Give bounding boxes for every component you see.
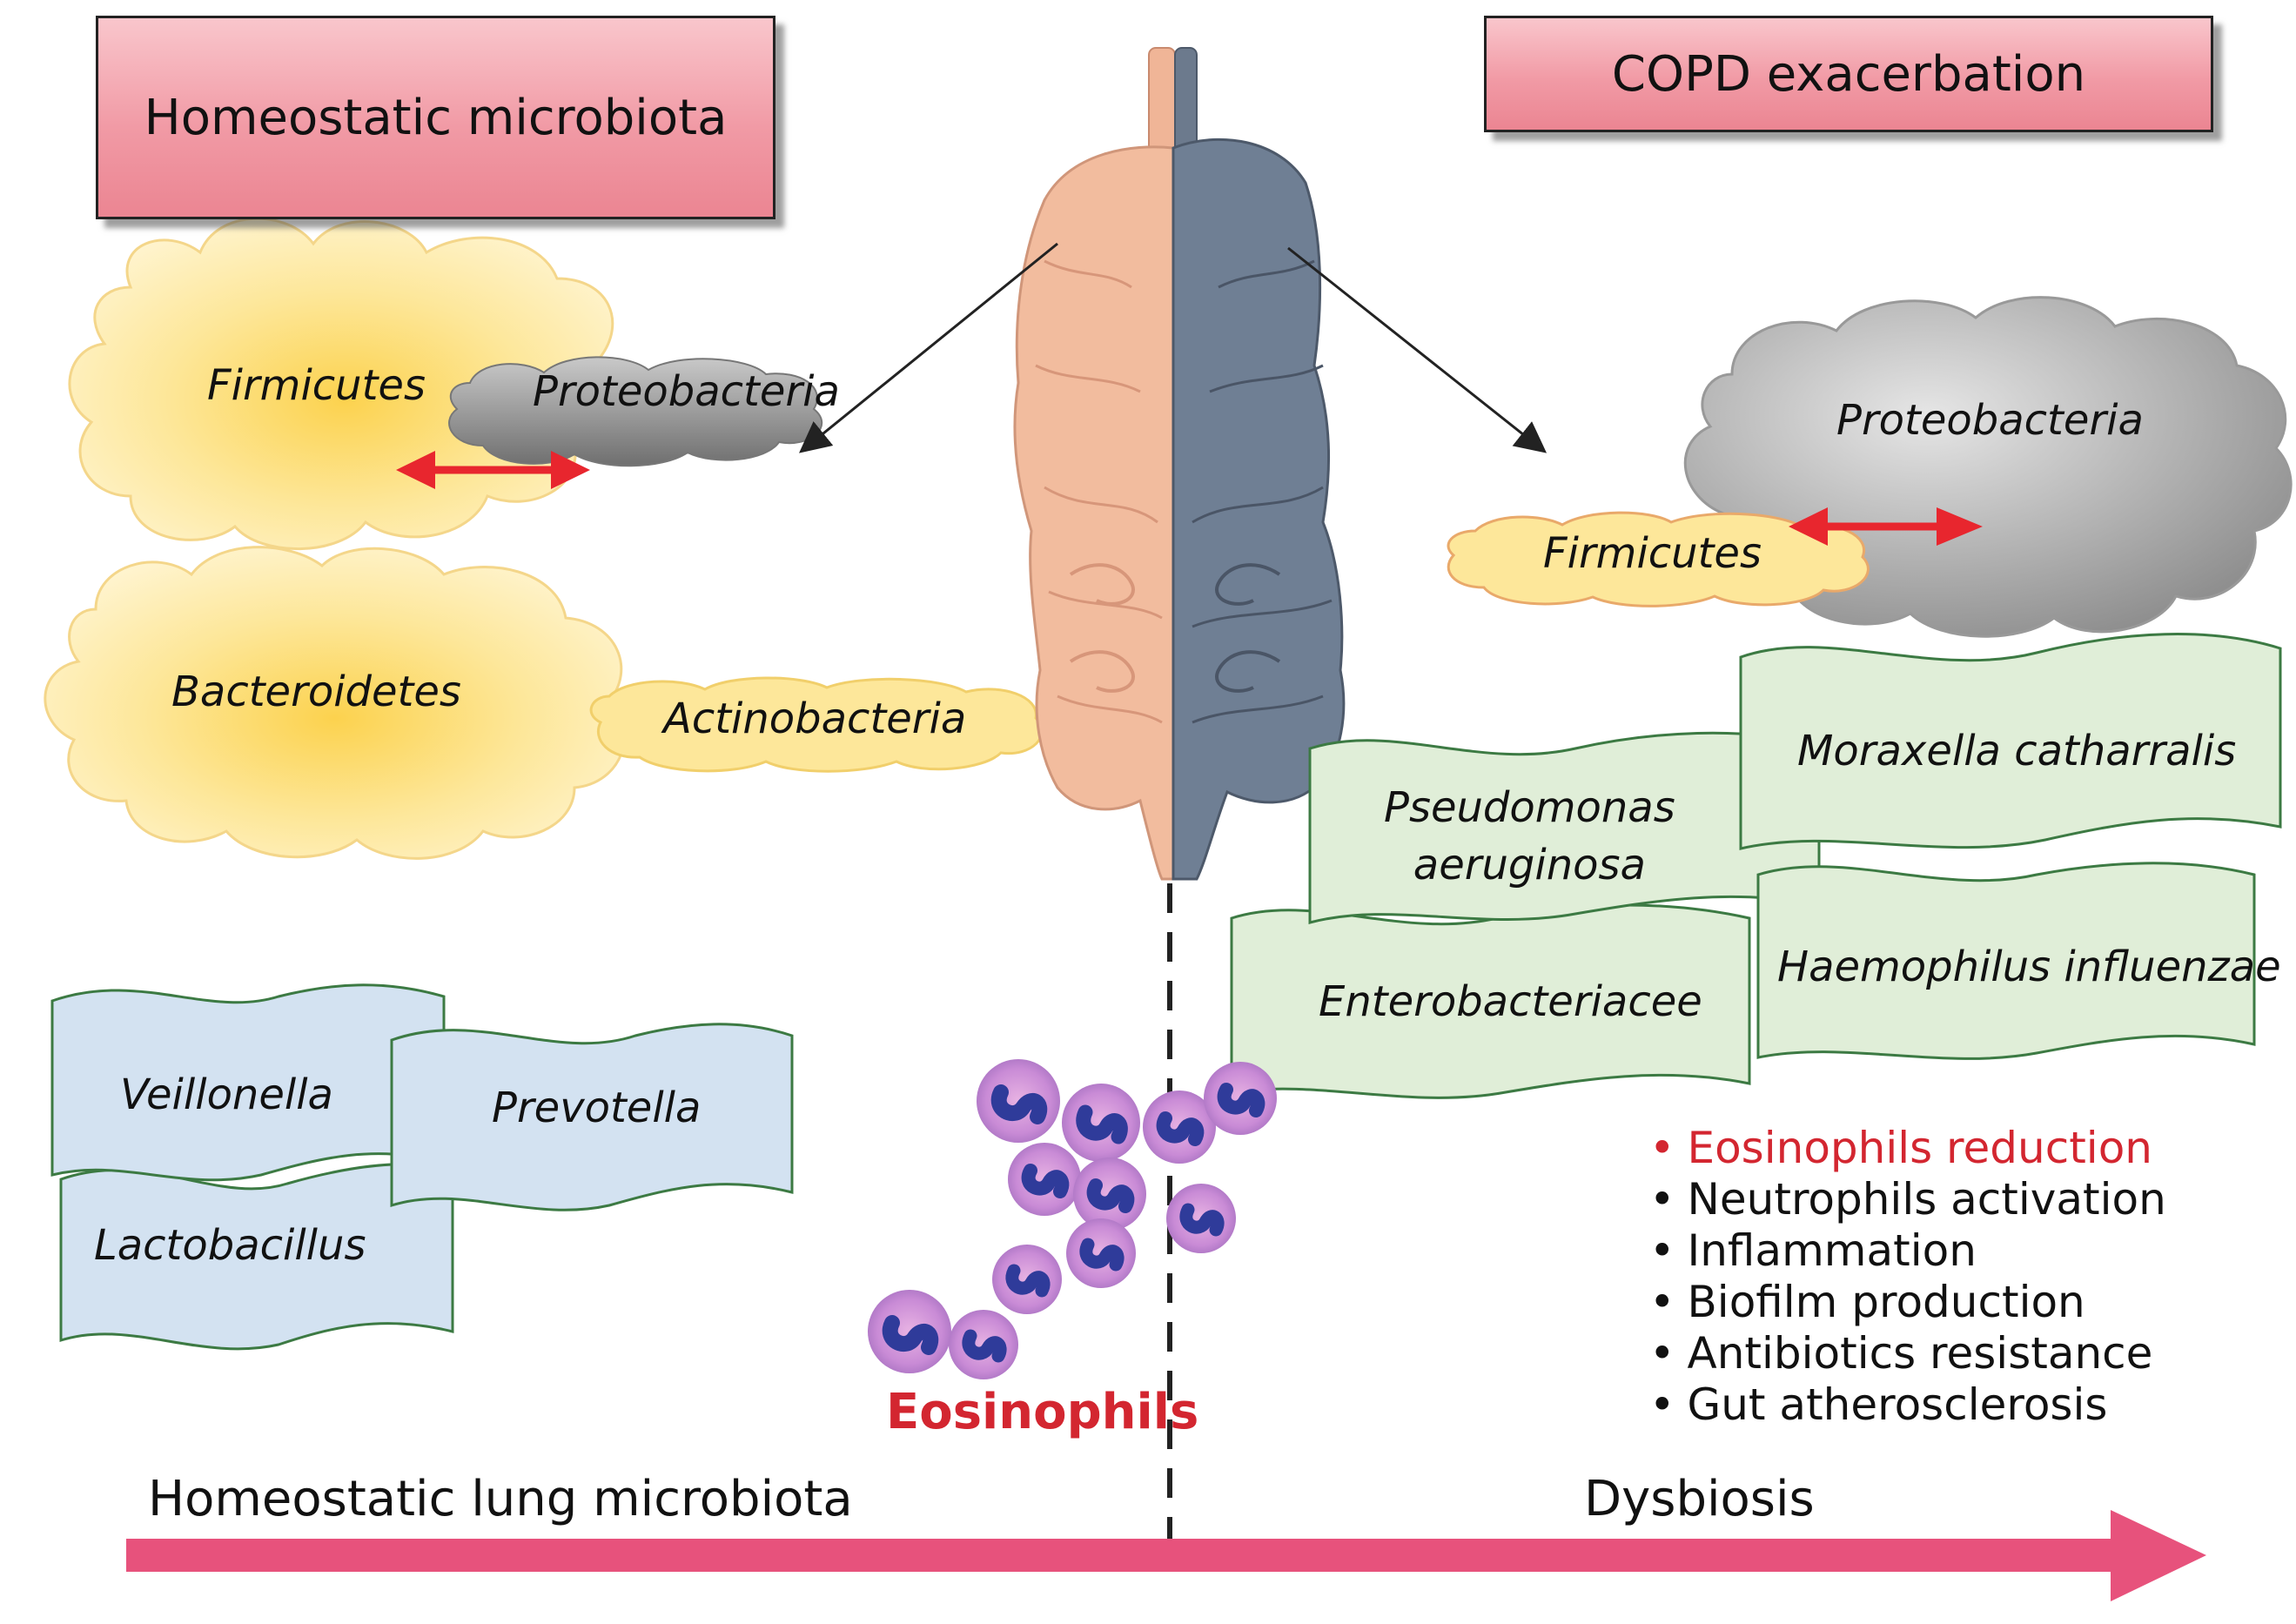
cloud-actinobacteria <box>589 676 1044 773</box>
pointer-arrow-right <box>1287 246 1547 453</box>
effect-item: Gut atherosclerosis <box>1649 1379 2166 1431</box>
axis-label-homeostatic: Homeostatic lung microbiota <box>148 1471 853 1527</box>
flag-enterobacteriacee <box>1230 903 1751 1099</box>
eosinophil-cell <box>1073 1158 1146 1231</box>
label-pseudomonas-line2: aeruginosa <box>1413 841 1646 889</box>
flag-haemophilus <box>1756 862 2256 1060</box>
label-bacteroidetes: Bacteroidetes <box>171 668 461 716</box>
cloud-bacteroidetes <box>44 546 626 860</box>
label-firmicutes-right: Firmicutes <box>1543 529 1762 578</box>
axis-label-dysbiosis: Dysbiosis <box>1584 1471 1815 1527</box>
label-actinobacteria: Actinobacteria <box>663 695 967 743</box>
label-pseudomonas: Pseudomonas aeruginosa <box>1384 779 1675 894</box>
label-proteobacteria-left: Proteobacteria <box>533 367 840 416</box>
cloud-proteobacteria-left <box>448 356 823 467</box>
eosinophil-cell <box>868 1290 951 1373</box>
label-moraxella: Moraxella catharralis <box>1797 727 2237 775</box>
eosinophil-cell <box>949 1310 1018 1379</box>
title-homeostatic-microbiota: Homeostatic microbiota <box>96 16 775 219</box>
effect-item: Antibiotics resistance <box>1649 1328 2166 1379</box>
effect-item: Eosinophils reduction <box>1649 1123 2166 1174</box>
flag-lactobacillus <box>59 1163 454 1351</box>
eosinophil-cell <box>977 1059 1060 1143</box>
eosinophil-cell <box>992 1245 1062 1314</box>
label-haemophilus: Haemophilus influenzae <box>1777 943 2281 991</box>
progression-arrow <box>126 1510 2206 1601</box>
eosinophil-cells <box>868 1059 1277 1379</box>
pointer-arrow-left <box>799 242 1058 453</box>
eosinophil-cell <box>1008 1143 1081 1216</box>
label-eosinophils: Eosinophils <box>886 1384 1199 1440</box>
label-proteobacteria-right: Proteobacteria <box>1836 396 2144 445</box>
label-enterobacteriacee: Enterobacteriacee <box>1319 977 1702 1026</box>
effect-item: Inflammation <box>1649 1225 2166 1277</box>
cloud-firmicutes-right <box>1447 511 1870 607</box>
flag-prevotella <box>390 1023 794 1211</box>
exchange-arrow-left <box>396 451 590 489</box>
label-veillonella: Veillonella <box>120 1070 333 1119</box>
effect-item: Biofilm production <box>1649 1277 2166 1328</box>
eosinophil-cell <box>1143 1090 1216 1164</box>
title-copd-exacerbation: COPD exacerbation <box>1484 16 2213 132</box>
eosinophil-cell <box>1166 1184 1236 1253</box>
label-pseudomonas-line1: Pseudomonas <box>1384 783 1675 832</box>
exchange-arrow-right <box>1789 507 1983 546</box>
organs-illustration <box>1013 47 1346 881</box>
flag-moraxella <box>1739 633 2282 850</box>
label-lactobacillus: Lactobacillus <box>94 1221 366 1270</box>
effect-item: Neutrophils activation <box>1649 1174 2166 1225</box>
effects-list: Eosinophils reduction Neutrophils activa… <box>1649 1123 2166 1431</box>
eosinophil-cell <box>1204 1062 1277 1135</box>
eosinophil-cell <box>1066 1218 1136 1288</box>
eosinophil-cell <box>1062 1084 1140 1162</box>
label-firmicutes-left: Firmicutes <box>207 361 426 410</box>
label-prevotella: Prevotella <box>492 1084 702 1132</box>
